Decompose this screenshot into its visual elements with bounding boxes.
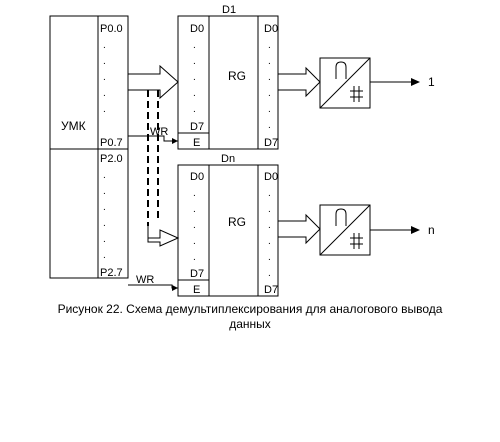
dac-n-analog-symbol: [335, 208, 347, 226]
wr-label-dn: WR: [136, 274, 154, 286]
register-d1-output-first: D0: [264, 23, 278, 35]
output-arrow-dn: [277, 213, 321, 245]
dac-block-1: [319, 57, 371, 109]
svg-text:.: .: [268, 104, 271, 115]
register-dn-input-last: D7: [190, 268, 204, 280]
analog-output-label-n: n: [428, 223, 435, 237]
svg-text:.: .: [268, 220, 271, 231]
svg-text:.: .: [193, 40, 196, 51]
svg-text:.: .: [193, 88, 196, 99]
dac-block-n: [319, 204, 371, 256]
svg-text:.: .: [193, 188, 196, 199]
register-d1-input-last: D7: [190, 121, 204, 133]
wr-label-d1: WR: [150, 126, 168, 138]
dac-1-analog-symbol: [335, 61, 347, 79]
bus-arrow-to-dn: [147, 226, 180, 247]
svg-text:.: .: [268, 72, 271, 83]
svg-text:.: .: [193, 252, 196, 263]
register-dn-input-first: D0: [190, 171, 204, 183]
wr-arrowhead-d1: [172, 138, 178, 144]
mcu-port0-first-pin: P0.0: [100, 23, 123, 35]
svg-text:.: .: [193, 204, 196, 215]
analog-output-arrowhead-1: [411, 78, 420, 86]
svg-text:.: .: [268, 252, 271, 263]
wr-arrowhead-dn: [172, 285, 178, 291]
register-d1-enable: E: [193, 137, 200, 149]
mcu-port2-last-pin: P2.7: [100, 267, 123, 279]
dac-n-digital-symbol: [350, 233, 363, 249]
svg-text:.: .: [103, 104, 106, 115]
svg-text:.: .: [268, 236, 271, 247]
svg-text:.: .: [268, 188, 271, 199]
svg-text:.: .: [103, 234, 106, 245]
figure-caption: Рисунок 22. Схема демультиплексирования …: [0, 302, 500, 332]
svg-text:.: .: [193, 220, 196, 231]
svg-text:.: .: [268, 268, 271, 279]
svg-text:.: .: [193, 72, 196, 83]
mcu-port2-column: [97, 148, 129, 279]
register-dn-enable: E: [193, 284, 200, 296]
svg-text:.: .: [103, 218, 106, 229]
svg-text:.: .: [193, 104, 196, 115]
register-d1-input-first: D0: [190, 23, 204, 35]
pin-dots: ... .. ... ... ... .. ... ... ... .. ...…: [103, 40, 271, 279]
svg-text:.: .: [103, 186, 106, 197]
svg-text:.: .: [103, 88, 106, 99]
svg-text:.: .: [103, 202, 106, 213]
dac-1-digital-symbol: [350, 86, 363, 102]
mcu-body: [49, 15, 99, 279]
svg-text:.: .: [268, 88, 271, 99]
mcu-block: [49, 15, 129, 279]
svg-text:.: .: [268, 120, 271, 131]
svg-text:.: .: [268, 204, 271, 215]
svg-text:.: .: [103, 56, 106, 67]
svg-text:.: .: [193, 236, 196, 247]
mcu-port0-last-pin: P0.7: [100, 137, 123, 149]
mcu-label: УМК: [61, 119, 86, 133]
bus-arrow-to-d1: [128, 64, 179, 100]
register-d1-output-last: D7: [264, 137, 278, 149]
analog-output-arrowhead-n: [411, 226, 420, 234]
svg-text:.: .: [268, 56, 271, 67]
figure-caption-line-2: данных: [229, 317, 271, 331]
svg-text:.: .: [268, 40, 271, 51]
register-dn-output-first: D0: [264, 171, 278, 183]
register-dn-title: Dn: [221, 153, 235, 165]
mcu-port2-first-pin: P2.0: [100, 153, 123, 165]
register-d1-title: D1: [222, 4, 236, 16]
figure-caption-line-1: Рисунок 22. Схема демультиплексирования …: [57, 302, 443, 316]
register-d1-function: RG: [228, 69, 246, 83]
svg-text:.: .: [103, 72, 106, 83]
wr-line-d1: [128, 135, 178, 142]
analog-output-label-1: 1: [428, 75, 435, 89]
svg-text:.: .: [103, 170, 106, 181]
svg-text:.: .: [103, 40, 106, 51]
svg-text:.: .: [103, 250, 106, 261]
register-dn-output-last: D7: [264, 284, 278, 296]
output-arrow-d1: [277, 66, 321, 98]
register-dn-function: RG: [228, 215, 246, 229]
svg-text:.: .: [193, 56, 196, 67]
